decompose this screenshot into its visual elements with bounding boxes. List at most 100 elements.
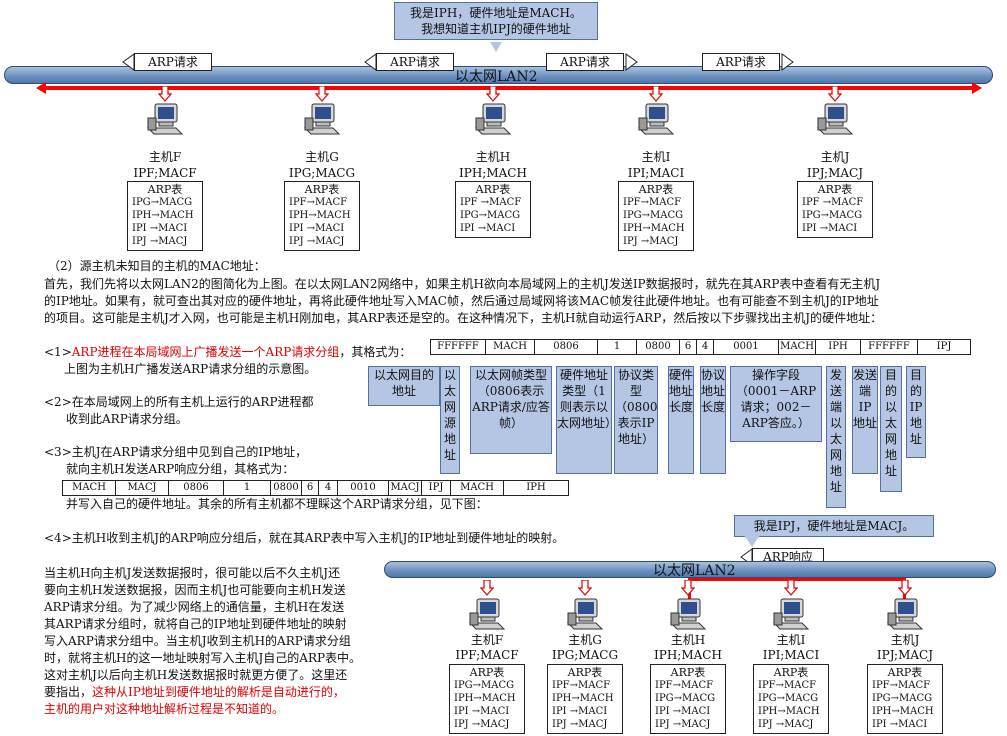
broadcast-line [44, 86, 974, 90]
arp-table-entry: IPF→MACF [655, 680, 714, 691]
request-field: FFFFFF [431, 340, 486, 354]
section-heading: （2）源主机未知目的主机的MAC地址： [48, 259, 266, 273]
arp-table-entry: IPH→MACH [623, 223, 685, 234]
step-1: <1>ARP进程在本局域网上广播发送一个ARP请求分组，其格式为： [44, 345, 412, 359]
request-field: MACH [486, 340, 535, 354]
request-field: 1 [598, 340, 637, 354]
arp-table-entry: IPI →MACI [872, 719, 928, 730]
arp-table-entry: IPJ →MACJ [623, 236, 679, 247]
drop-arrow [157, 85, 173, 106]
drop-arrow [783, 579, 799, 600]
response-field: MACJ [116, 481, 169, 495]
response-field: 0806 [169, 481, 224, 495]
field-label: 操作字段（0001－ARP请求；002－ARP答应。） [730, 366, 822, 442]
request-field: 0800 [637, 340, 680, 354]
callout-line: 我想知道主机IPJ的硬件地址 [421, 22, 571, 36]
arp-table-title: ARP表 [469, 666, 505, 679]
intro-line: 首先，我们先将以太网LAN2的图简化为上图。在以太网LAN2网络中，如果主机H欲… [44, 277, 881, 291]
host-name: 主机H [475, 150, 511, 164]
arp-table-entry: IPG→MACG [872, 693, 933, 704]
host-address: IPH;MACH [459, 166, 527, 180]
computer-icon [637, 102, 675, 136]
response-field: 4 [319, 481, 338, 495]
field-label: 以太网帧类型（0806表示ARP请求/应答帧） [470, 366, 552, 454]
bottom-callout: 我是IPJ，硬件地址是MACJ。 [734, 515, 934, 537]
explanation-line: 时，就将主机H的这一地址映射写入主机J自己的ARP表中。 [44, 651, 362, 665]
response-field: IPH [526, 482, 546, 493]
arp-table-title: ARP表 [670, 666, 706, 679]
explanation-line: ARP请求分组。为了减少网络上的通信量，主机H在发送 [44, 600, 345, 614]
field-label: 以太网源地址 [440, 366, 460, 474]
step-2: 收到此ARP请求分组。 [66, 412, 188, 426]
request-field: FFFFFF [861, 340, 918, 354]
bus-label-top: 以太网LAN2 [455, 69, 538, 85]
computer-icon [566, 597, 604, 631]
arp-table-entry: IPG→MACG [460, 210, 521, 221]
computer-icon [146, 102, 184, 136]
response-field: 1 [224, 481, 271, 495]
request-field: MACH [779, 340, 816, 354]
field-label: 目的IP地址 [906, 366, 926, 458]
arp-table-title: ARP表 [638, 183, 674, 196]
host-address: IPG;MACG [551, 648, 619, 662]
drop-arrow [479, 579, 495, 600]
response-field: 6 [302, 481, 319, 495]
drop-arrow [827, 85, 843, 106]
drop-arrow [485, 85, 501, 106]
step-2: <2>在本局域网上的所有主机上运行的ARP进程都 [44, 395, 314, 409]
explanation-line: 当主机H向主机J发送数据报时，很可能以后不久主机J还 [44, 566, 341, 580]
arp-table-entry: IPG→MACG [802, 210, 863, 221]
arp-table-entry: IPG→MACG [623, 210, 684, 221]
arp-table-entry: IPH→MACH [872, 706, 934, 717]
response-field: 0010 [338, 481, 389, 495]
host-address: IPI;MACI [762, 648, 820, 662]
arp-table-entry: IPI →MACI [460, 223, 516, 234]
host-address: IPJ;MACJ [876, 648, 934, 662]
request-field: 0806 [535, 340, 598, 354]
drop-arrow [577, 579, 593, 600]
intro-line: 的项目。这可能是主机J才入网，也可能是主机H刚加电，其ARP表还是空的。在这种情… [44, 311, 883, 325]
reply-path [688, 578, 906, 581]
arp-table-entry: IPI →MACI [655, 706, 711, 717]
response-field: MACH [451, 481, 504, 495]
computer-icon [886, 597, 924, 631]
step-4: <4>主机H收到主机J的ARP响应分组后，就在其ARP表中写入主机J的IP地址到… [44, 531, 565, 545]
host-name: 主机G [305, 150, 339, 164]
computer-icon [816, 102, 854, 136]
response-field: IPJ [422, 481, 451, 495]
explanation-line: 主机的用户对这种地址解析过程是不知道的。 [44, 702, 285, 716]
callout-pointer [490, 42, 502, 52]
drop-arrow [897, 579, 913, 600]
field-label: 目的以太网地址 [880, 366, 902, 492]
arp-table-entry: IPG→MACG [655, 693, 716, 704]
broadcast-right-arrow [972, 82, 982, 94]
response-field: MACJ [389, 481, 422, 495]
host-name: 主机F [470, 633, 504, 647]
arp-table-entry: IPG→MACG [454, 680, 515, 691]
step-3: <3>主机J在ARP请求分组中见到自己的IP地址， [44, 445, 308, 459]
host-name: 主机H [670, 633, 706, 647]
request-field: 0001 [714, 340, 779, 354]
ethernet-bus-bottom [384, 561, 996, 578]
request-field: 6 [680, 340, 697, 354]
arp-table-entry: IPF→MACF [289, 197, 348, 208]
response-field: 0800 [271, 481, 302, 495]
arp-table-entry: IPF →MACF [802, 197, 864, 208]
host-name: 主机I [641, 150, 671, 164]
step-3: 并写入自己的硬件地址。其余的所有主机都不理睬这个ARP请求分组，见下图： [66, 497, 488, 511]
host-name: 主机J [890, 633, 920, 647]
arp-table-entry: IPJ →MACJ [552, 719, 608, 730]
field-label: 协议地址长度 [700, 366, 726, 474]
intro-line: 的IP地址。如果有，就可查出其对应的硬件地址，再将此硬件地址写入MAC帧，然后通… [44, 294, 879, 308]
arp-table-entry: IPF→MACF [872, 680, 931, 691]
host-name: 主机G [568, 633, 602, 647]
host-address: IPG;MACG [288, 166, 356, 180]
explanation-line: 写入ARP请求分组中。当主机J收到主机H的ARP请求分组 [44, 634, 351, 648]
